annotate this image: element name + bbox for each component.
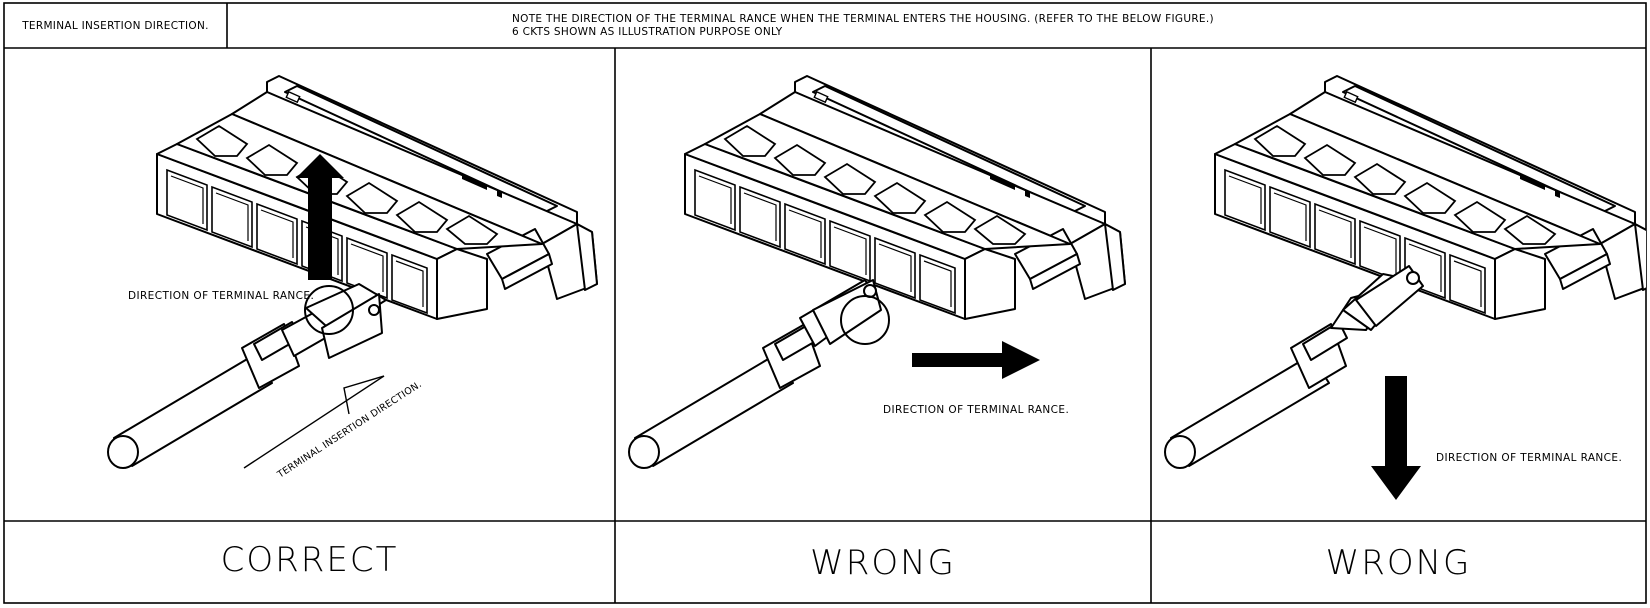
wrong-down-illustration	[1164, 75, 1646, 500]
terminal-drawing	[1164, 265, 1424, 469]
insertion-label: TERMINAL INSERTION DIRECTION.	[275, 379, 424, 481]
panel-correct: TERMINAL INSERTION DIRECTION. DIRECTION …	[4, 48, 615, 521]
panel-wrong-right: DIRECTION OF TERMINAL RANCE.	[615, 48, 1151, 521]
rance-callout-correct: DIRECTION OF TERMINAL RANCE.	[128, 290, 315, 302]
housing-drawing	[1214, 75, 1646, 320]
correct-illustration: TERMINAL INSERTION DIRECTION.	[107, 75, 598, 481]
rance-arrow-up	[296, 154, 344, 280]
rance-callout-wrong-down: DIRECTION OF TERMINAL RANCE.	[1436, 452, 1623, 464]
rance-callout-wrong-right: DIRECTION OF TERMINAL RANCE.	[883, 404, 1070, 416]
panel-wrong-down: DIRECTION OF TERMINAL RANCE.	[1151, 48, 1646, 521]
note-line-1: NOTE THE DIRECTION OF THE TERMINAL RANCE…	[512, 13, 1214, 25]
terminal-drawing	[107, 283, 387, 469]
header-label: TERMINAL INSERTION DIRECTION.	[22, 19, 209, 32]
rance-arrow-down	[1371, 376, 1421, 500]
verdict-wrong-1: WRONG	[810, 543, 956, 583]
rance-arrow-right	[912, 341, 1040, 379]
wrong-right-illustration	[628, 75, 1126, 469]
insertion-arrow	[243, 375, 385, 469]
note-line-2: 6 CKTS SHOWN AS ILLUSTRATION PURPOSE ONL…	[512, 26, 783, 38]
terminal-drawing	[628, 279, 890, 469]
verdict-correct: CORRECT	[220, 540, 399, 580]
housing-drawing	[684, 75, 1126, 320]
header-note: NOTE THE DIRECTION OF THE TERMINAL RANCE…	[512, 13, 1214, 39]
housing-drawing	[156, 75, 598, 320]
verdict-wrong-2: WRONG	[1325, 543, 1472, 583]
